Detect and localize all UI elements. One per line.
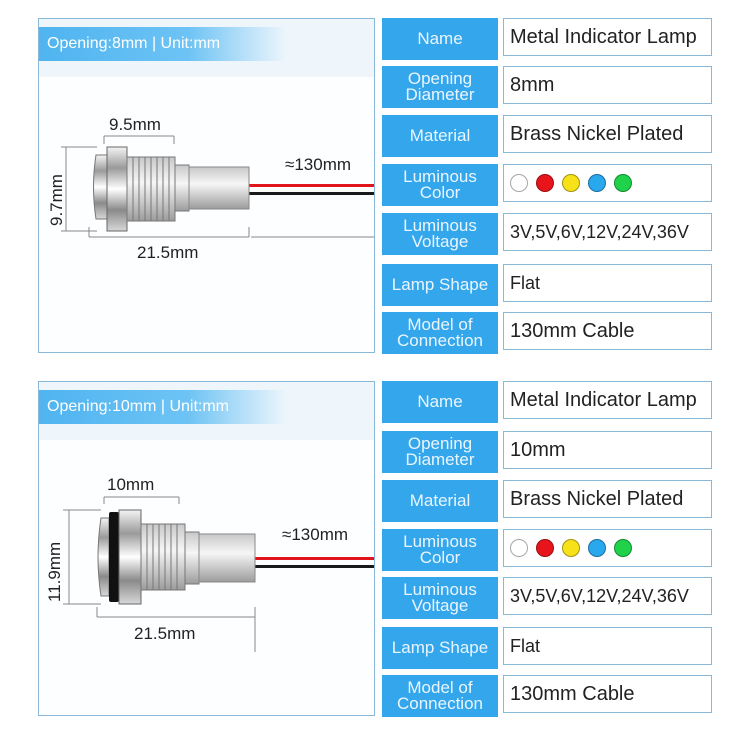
spec-row-luminous-voltage: Luminous Voltage 3V,5V,6V,12V,24V,36V	[382, 577, 712, 619]
spec-label: Model of Connection	[382, 675, 498, 717]
spec-label: Name	[382, 381, 498, 423]
opening-banner: Opening:10mm | Unit:mm	[39, 390, 287, 424]
color-dot-red	[536, 174, 554, 192]
width-dimension: 9.5mm	[109, 115, 161, 134]
spec-value-colors	[503, 164, 712, 202]
spec-value: 130mm Cable	[503, 675, 712, 713]
length-dimension: 21.5mm	[134, 624, 196, 643]
spec-value: 3V,5V,6V,12V,24V,36V	[503, 577, 712, 615]
spec-row-lamp-shape: Lamp Shape Flat	[382, 264, 712, 306]
spec-label: Material	[382, 480, 498, 522]
cable-length-dimension: ≈130mm	[282, 525, 349, 544]
spec-value: 130mm Cable	[503, 312, 712, 350]
spec-label: Luminous Voltage	[382, 577, 498, 619]
color-dot-white	[510, 174, 528, 192]
spec-row-material: Material Brass Nickel Plated	[382, 115, 712, 157]
spec-row-opening-diameter: Opening Diameter 10mm	[382, 431, 712, 473]
height-dimension: 11.9mm	[45, 541, 64, 602]
spec-label: Material	[382, 115, 498, 157]
length-dimension: 21.5mm	[137, 243, 199, 262]
color-dot-yellow	[562, 539, 580, 557]
product-panel-8mm: Opening:8mm | Unit:mm	[38, 18, 712, 354]
spec-label: Luminous Color	[382, 529, 498, 571]
spec-value-colors	[503, 529, 712, 567]
product-panel-10mm: Opening:10mm | Unit:mm	[0, 365, 750, 730]
spec-row-material: Material Brass Nickel Plated	[382, 480, 712, 522]
product-image-8mm: Opening:8mm | Unit:mm	[38, 18, 375, 353]
color-dot-green	[614, 174, 632, 192]
spec-row-lamp-shape: Lamp Shape Flat	[382, 627, 712, 669]
spec-label: Opening Diameter	[382, 431, 498, 473]
indicator-lamp-illustration	[63, 496, 374, 652]
product-image-10mm: Opening:10mm | Unit:mm	[38, 381, 375, 716]
spec-row-name: Name Metal Indicator Lamp	[382, 381, 712, 423]
spec-label: Name	[382, 18, 498, 60]
color-swatches	[510, 174, 632, 192]
spec-row-luminous-voltage: Luminous Voltage 3V,5V,6V,12V,24V,36V	[382, 213, 712, 255]
spec-value: Metal Indicator Lamp	[503, 18, 712, 56]
color-dot-yellow	[562, 174, 580, 192]
spec-row-opening-diameter: Opening Diameter 8mm	[382, 66, 712, 108]
spec-value: 10mm	[503, 431, 712, 469]
spec-label: Model of Connection	[382, 312, 498, 354]
spec-value: 3V,5V,6V,12V,24V,36V	[503, 213, 712, 251]
spec-label: Lamp Shape	[382, 627, 498, 669]
spec-value: Brass Nickel Plated	[503, 480, 712, 518]
color-dot-red	[536, 539, 554, 557]
spec-value: Flat	[503, 264, 712, 302]
spec-value: Metal Indicator Lamp	[503, 381, 712, 419]
opening-banner: Opening:8mm | Unit:mm	[39, 27, 287, 61]
color-dot-white	[510, 539, 528, 557]
color-dot-blue	[588, 174, 606, 192]
spec-label: Opening Diameter	[382, 66, 498, 108]
spec-row-name: Name Metal Indicator Lamp	[382, 18, 712, 60]
height-dimension: 9.7mm	[47, 174, 66, 226]
indicator-lamp-illustration	[61, 135, 374, 238]
spec-row-model-of-connection: Model of Connection 130mm Cable	[382, 675, 712, 717]
spec-label: Luminous Voltage	[382, 213, 498, 255]
color-dot-blue	[588, 539, 606, 557]
spec-label: Lamp Shape	[382, 264, 498, 306]
color-swatches	[510, 539, 632, 557]
spec-row-luminous-color: Luminous Color	[382, 164, 712, 206]
color-dot-green	[614, 539, 632, 557]
spec-row-model-of-connection: Model of Connection 130mm Cable	[382, 312, 712, 354]
spec-row-luminous-color: Luminous Color	[382, 529, 712, 571]
spec-value: 8mm	[503, 66, 712, 104]
spec-value: Flat	[503, 627, 712, 665]
cable-length-dimension: ≈130mm	[285, 155, 352, 174]
width-dimension: 10mm	[107, 475, 155, 494]
spec-label: Luminous Color	[382, 164, 498, 206]
spec-value: Brass Nickel Plated	[503, 115, 712, 153]
